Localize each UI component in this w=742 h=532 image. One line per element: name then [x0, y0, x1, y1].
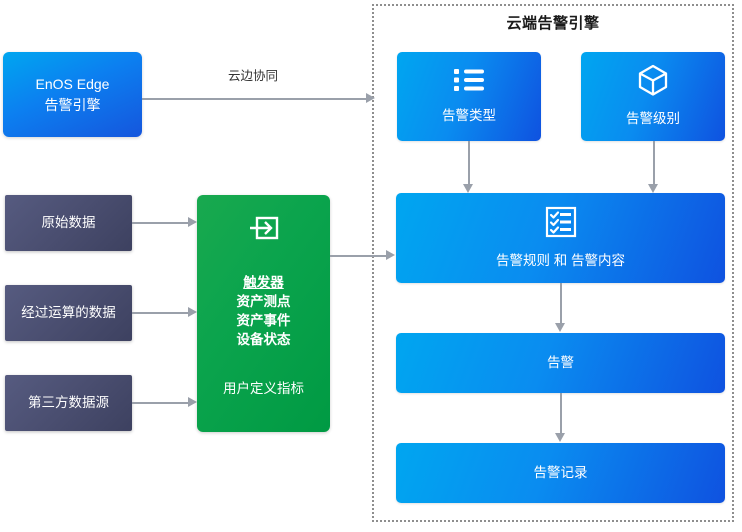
cloud-panel-title: 云端告警引擎 — [506, 15, 600, 32]
trigger-heading: 触发器 — [243, 275, 284, 290]
level-to-rule-arrowhead — [648, 184, 658, 193]
alarm-rule-label: 告警规则 和 告警内容 — [495, 252, 625, 268]
alarm-record-card[interactable]: 告警记录 — [396, 443, 725, 503]
trigger-custom-metric: 用户定义指标 — [223, 381, 304, 396]
alarm-level-label: 告警级别 — [626, 111, 680, 127]
login-arrow-icon — [197, 211, 330, 247]
trigger-card[interactable]: 触发器 资产测点 资产事件 设备状态 用户定义指标 — [197, 195, 330, 432]
trigger-item: 设备状态 — [236, 332, 291, 348]
edge-card-line1: EnOS Edge — [35, 75, 110, 92]
data-source-raw-card[interactable]: 原始数据 — [5, 195, 132, 251]
cloud-alarm-engine-panel — [372, 4, 734, 522]
cube-icon — [637, 64, 669, 101]
alarm-record-label: 告警记录 — [533, 464, 588, 480]
trigger-to-rule-arrowhead — [386, 250, 395, 260]
alarm-card[interactable]: 告警 — [396, 333, 725, 393]
checklist-icon — [545, 206, 577, 243]
alarm-type-card[interactable]: 告警类型 — [397, 52, 541, 141]
alarm-label: 告警 — [547, 354, 574, 370]
type-to-rule-arrowhead — [463, 184, 473, 193]
trigger-text-block: 触发器 资产测点 资产事件 设备状态 — [197, 273, 330, 350]
data-source-label: 原始数据 — [41, 214, 96, 230]
rule-to-alarm-line — [560, 283, 562, 324]
raw-to-trigger-arrowhead — [188, 217, 197, 227]
alarm-type-label: 告警类型 — [442, 108, 496, 124]
thirdparty-to-trigger-arrowhead — [188, 397, 197, 407]
rule-to-alarm-arrowhead — [555, 323, 565, 332]
alarm-to-record-arrowhead — [555, 433, 565, 442]
alarm-to-record-line — [560, 393, 562, 434]
data-source-label: 第三方数据源 — [28, 394, 109, 410]
computed-to-trigger-arrowhead — [188, 307, 197, 317]
computed-to-trigger-line — [132, 312, 190, 314]
data-source-thirdparty-card[interactable]: 第三方数据源 — [5, 375, 132, 431]
list-bullet-icon — [454, 67, 484, 98]
edge-to-cloud-line — [142, 98, 370, 100]
trigger-to-rule-line — [330, 255, 388, 257]
trigger-item: 资产事件 — [236, 313, 291, 329]
enos-edge-alarm-engine-card[interactable]: EnOS Edge 告警引擎 — [3, 52, 142, 137]
type-to-rule-line — [468, 141, 470, 185]
data-source-label: 经过运算的数据 — [21, 304, 116, 320]
alarm-level-card[interactable]: 告警级别 — [581, 52, 725, 141]
data-source-computed-card[interactable]: 经过运算的数据 — [5, 285, 132, 341]
trigger-item: 资产测点 — [236, 294, 291, 310]
alarm-rule-and-content-card[interactable]: 告警规则 和 告警内容 — [396, 193, 725, 283]
thirdparty-to-trigger-line — [132, 402, 190, 404]
cloud-edge-collaboration-label: 云边协同 — [228, 69, 279, 83]
edge-to-cloud-arrowhead — [366, 93, 375, 103]
edge-card-line2: 告警引擎 — [44, 96, 101, 113]
level-to-rule-line — [653, 141, 655, 185]
raw-to-trigger-line — [132, 222, 190, 224]
